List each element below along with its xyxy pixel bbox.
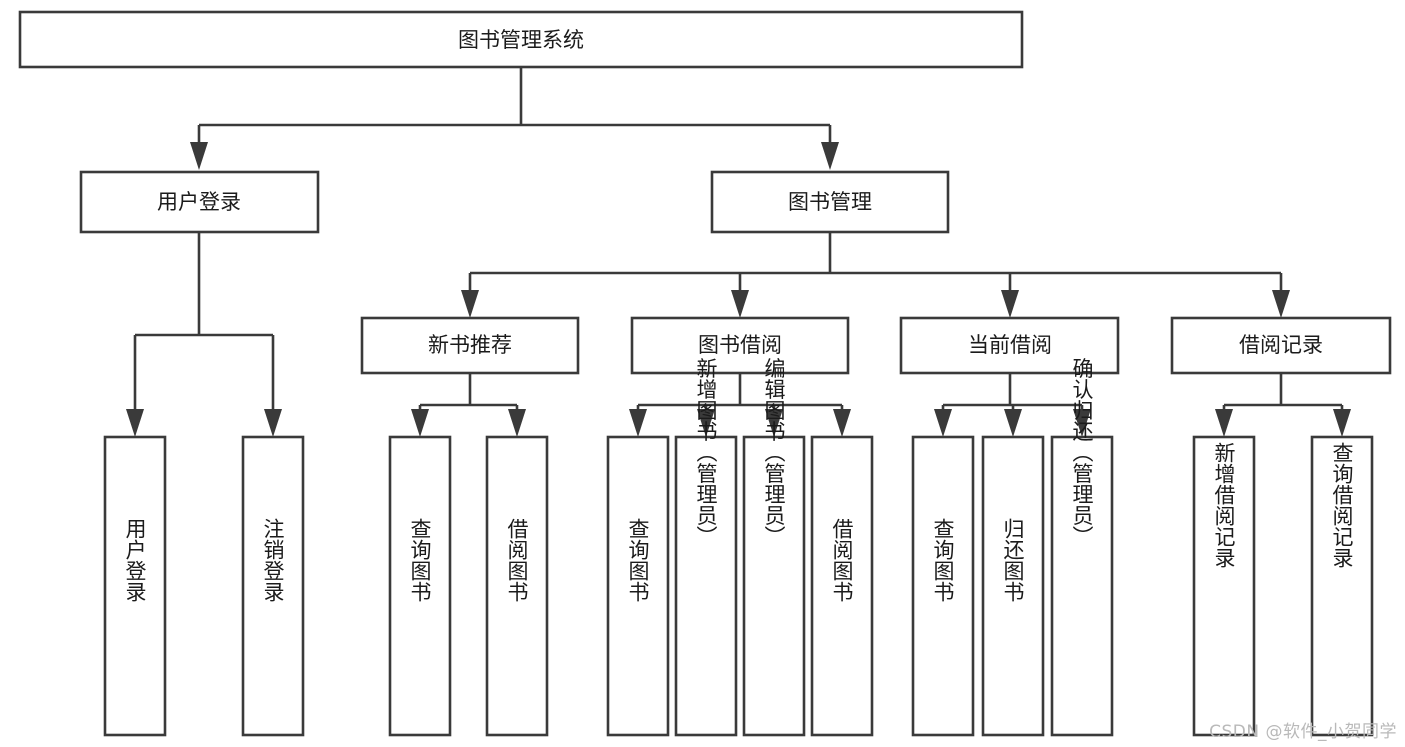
node-book-borrow-box[interactable] xyxy=(630,316,850,375)
leaf-query-record-box[interactable] xyxy=(1310,435,1374,737)
leaf-node-query-book-new[interactable]: 查询图书 xyxy=(388,435,452,737)
watermark-text: CSDN @软件_小贺同学 xyxy=(1209,722,1397,742)
arrow-head-leaf-query-book-a xyxy=(411,409,429,437)
arrow-head-leaf-query-book-b xyxy=(629,409,647,437)
node-borrow-record-box[interactable] xyxy=(1170,316,1392,375)
leaf-user-login-label: 用户登录 xyxy=(123,518,147,602)
leaf-edit-book-label: 编辑图书（管理员） xyxy=(762,358,786,547)
leaf-node-add-book[interactable]: 新增图书（管理员） xyxy=(674,358,738,737)
leaf-query-book-new-box[interactable] xyxy=(388,435,452,737)
node-book-borrow[interactable]: 图书借阅 xyxy=(630,316,850,375)
arrow-head-leaf-add-book xyxy=(697,409,715,437)
node-new-book-recommend-box[interactable] xyxy=(360,316,580,375)
leaf-query-book-borrow-box[interactable] xyxy=(606,435,670,737)
connectors-current-borrow-to-leaves xyxy=(934,373,1091,437)
leaf-node-borrow-book[interactable]: 借阅图书 xyxy=(810,435,874,737)
leaf-query-book-current-label: 查询图书 xyxy=(931,518,955,602)
arrow-head-leaf-query-record xyxy=(1333,409,1351,437)
node-root-box[interactable] xyxy=(18,10,1024,69)
leaf-query-book-current-box[interactable] xyxy=(911,435,975,737)
node-new-book-recommend-label: 新书推荐 xyxy=(428,333,512,357)
connectors-book-manage-to-level2 xyxy=(461,232,1290,318)
leaf-node-query-book-borrow[interactable]: 查询图书 xyxy=(606,435,670,737)
leaf-node-user-login[interactable]: 用户登录 xyxy=(103,435,167,737)
arrow-head-borrow-record xyxy=(1272,290,1290,318)
arrow-head-leaf-edit-book xyxy=(765,409,783,437)
connectors-root-to-level1 xyxy=(190,67,839,170)
leaf-query-book-new-label: 查询图书 xyxy=(408,518,432,602)
leaf-node-add-record[interactable]: 新增借阅记录 xyxy=(1192,435,1256,737)
leaf-borrow-book-new-box[interactable] xyxy=(485,435,549,737)
connectors-borrow-record-to-leaves xyxy=(1215,373,1351,437)
node-current-borrow-label: 当前借阅 xyxy=(968,333,1052,357)
node-book-manage[interactable]: 图书管理 xyxy=(710,170,950,234)
arrow-head-leaf-query-book-c xyxy=(934,409,952,437)
leaf-user-login-box[interactable] xyxy=(103,435,167,737)
leaf-add-record-box[interactable] xyxy=(1192,435,1256,737)
leaf-node-borrow-book-new[interactable]: 借阅图书 xyxy=(485,435,549,737)
node-user-login-box[interactable] xyxy=(79,170,320,234)
arrow-head-new-book-recommend xyxy=(461,290,479,318)
connectors-book-borrow-to-leaves xyxy=(629,373,851,437)
arrow-head-leaf-confirm-return xyxy=(1073,409,1091,437)
node-book-manage-label: 图书管理 xyxy=(788,190,872,214)
leaf-add-record-label: 新增借阅记录 xyxy=(1212,442,1236,568)
node-current-borrow[interactable]: 当前借阅 xyxy=(899,316,1120,375)
arrow-head-current-borrow xyxy=(1001,290,1019,318)
node-root-label: 图书管理系统 xyxy=(458,28,584,52)
leaf-borrow-book-label: 借阅图书 xyxy=(830,518,854,602)
node-current-borrow-box[interactable] xyxy=(899,316,1120,375)
leaf-node-edit-book[interactable]: 编辑图书（管理员） xyxy=(742,358,806,737)
leaf-return-book-label: 归还图书 xyxy=(1001,518,1025,602)
leaf-edit-book-box[interactable] xyxy=(742,435,806,737)
arrow-head-leaf-borrow-book-b xyxy=(833,409,851,437)
leaf-node-confirm-return[interactable]: 确认归还（管理员） xyxy=(1050,358,1114,737)
leaf-add-book-box[interactable] xyxy=(674,435,738,737)
leaf-node-query-record[interactable]: 查询借阅记录 xyxy=(1310,435,1374,737)
node-user-login[interactable]: 用户登录 xyxy=(79,170,320,234)
leaf-node-query-book-current[interactable]: 查询图书 xyxy=(911,435,975,737)
leaf-node-logout[interactable]: 注销登录 xyxy=(241,435,305,737)
leaf-confirm-return-box[interactable] xyxy=(1050,435,1114,737)
arrow-head-book-borrow xyxy=(731,290,749,318)
connectors-user-login-to-leaves xyxy=(126,232,282,437)
leaf-query-record-label: 查询借阅记录 xyxy=(1330,442,1354,568)
arrow-head-leaf-logout xyxy=(264,409,282,437)
leaf-borrow-book-new-label: 借阅图书 xyxy=(505,518,529,602)
node-new-book-recommend[interactable]: 新书推荐 xyxy=(360,316,580,375)
node-book-manage-box[interactable] xyxy=(710,170,950,234)
leaf-node-return-book[interactable]: 归还图书 xyxy=(981,435,1045,737)
arrow-head-book-manage xyxy=(821,142,839,170)
arrow-head-leaf-add-record xyxy=(1215,409,1233,437)
leaf-query-book-borrow-label: 查询图书 xyxy=(626,518,650,602)
node-book-borrow-label: 图书借阅 xyxy=(698,333,782,357)
leaf-return-book-box[interactable] xyxy=(981,435,1045,737)
connectors-new-book-to-leaves xyxy=(411,373,526,437)
arrow-head-leaf-borrow-book-a xyxy=(508,409,526,437)
leaf-logout-label: 注销登录 xyxy=(261,518,285,602)
node-borrow-record[interactable]: 借阅记录 xyxy=(1170,316,1392,375)
arrow-head-user-login xyxy=(190,142,208,170)
leaf-borrow-book-box[interactable] xyxy=(810,435,874,737)
arrow-head-leaf-user-login xyxy=(126,409,144,437)
node-borrow-record-label: 借阅记录 xyxy=(1239,333,1323,357)
arrow-head-leaf-return-book xyxy=(1004,409,1022,437)
leaf-add-book-label: 新增图书（管理员） xyxy=(694,358,718,547)
node-root[interactable]: 图书管理系统 xyxy=(18,10,1024,69)
leaf-confirm-return-label: 确认归还（管理员） xyxy=(1070,358,1094,547)
node-user-login-label: 用户登录 xyxy=(157,190,241,214)
leaf-logout-box[interactable] xyxy=(241,435,305,737)
